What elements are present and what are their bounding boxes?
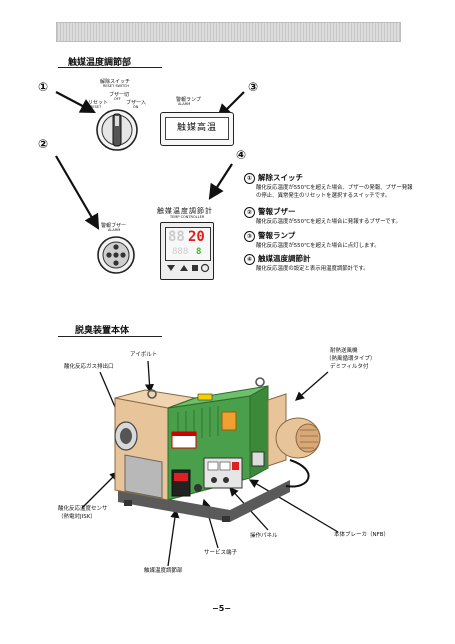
marker-2: ② <box>38 137 49 151</box>
label-breaker: 本体ブレーカ（NFB） <box>334 532 390 538</box>
buzzer-off-en: OFF <box>114 97 121 101</box>
alarm-buzzer-en: ALARM <box>108 228 121 232</box>
alarm-lamp-display: 触媒高温 <box>165 117 229 140</box>
temp-controller-title: 触媒温度調節計 <box>157 207 213 215</box>
alarm-lamp-en: ALARM <box>178 102 191 106</box>
marker-1: ① <box>38 80 49 94</box>
label-service-terminal: サービス端子 <box>204 550 238 556</box>
marker-4: ④ <box>236 148 247 162</box>
header-bar <box>56 22 401 42</box>
reset-switch-title: 解除スイッチ <box>100 79 131 85</box>
label-blower-3: デミフィルタ付 <box>330 364 369 370</box>
reset-switch-subtitle: RESET SWITCH <box>103 84 130 88</box>
label-gas-outlet: 酸化反応ガス排出口 <box>64 364 114 370</box>
sv-value: 8 <box>196 247 202 257</box>
label-sensor-2: （熱電対JISK） <box>58 514 96 520</box>
controller-buttons[interactable] <box>164 262 210 274</box>
label-operation-panel: 操作パネル <box>250 533 278 539</box>
alarm-buzzer <box>97 236 135 274</box>
arrow-2 <box>55 155 100 230</box>
buzzer-on-label: ブザー入 <box>126 100 147 106</box>
arrow-4 <box>208 163 233 200</box>
alarm-buzzer-label: 警報ブザー <box>101 223 127 229</box>
marker-3: ③ <box>248 80 259 94</box>
section-underline <box>58 67 162 68</box>
reset-en: RESET <box>90 105 102 109</box>
label-sensor-1: 酸化反応温度センサ <box>58 506 108 512</box>
pv-value: 20 <box>188 229 205 245</box>
reset-label: リセット <box>88 100 109 106</box>
buzzer-off-label: ブザー切 <box>109 92 130 98</box>
alarm-lamp-label: 警報ランプ <box>176 97 201 103</box>
arrow-1 <box>55 91 96 114</box>
section-title-temp-control: 触媒温度調節部 <box>68 58 132 68</box>
section-title-deodorizer: 脱臭装置本体 <box>75 326 130 336</box>
deodorizer-machine <box>114 377 321 522</box>
reset-switch-knob[interactable] <box>95 108 139 152</box>
page-number: −5− <box>212 604 231 613</box>
controller-display: 88 20 888 8 <box>165 227 211 261</box>
temp-controller-en: TEMP CONTROLLER <box>170 215 205 219</box>
label-blower-2: （熱風循環タイプ） <box>326 356 376 362</box>
alarm-lamp: 触媒高温 <box>160 112 234 146</box>
label-blower-1: 耐熱送風機 <box>330 348 358 354</box>
section-underline-2 <box>58 336 162 337</box>
label-temp-unit: 触媒温度調節部 <box>144 568 183 574</box>
label-eyebolt: アイボルト <box>130 352 158 358</box>
buzzer-on-en: ON <box>133 105 139 109</box>
temp-controller: 88 20 888 8 <box>160 222 214 280</box>
